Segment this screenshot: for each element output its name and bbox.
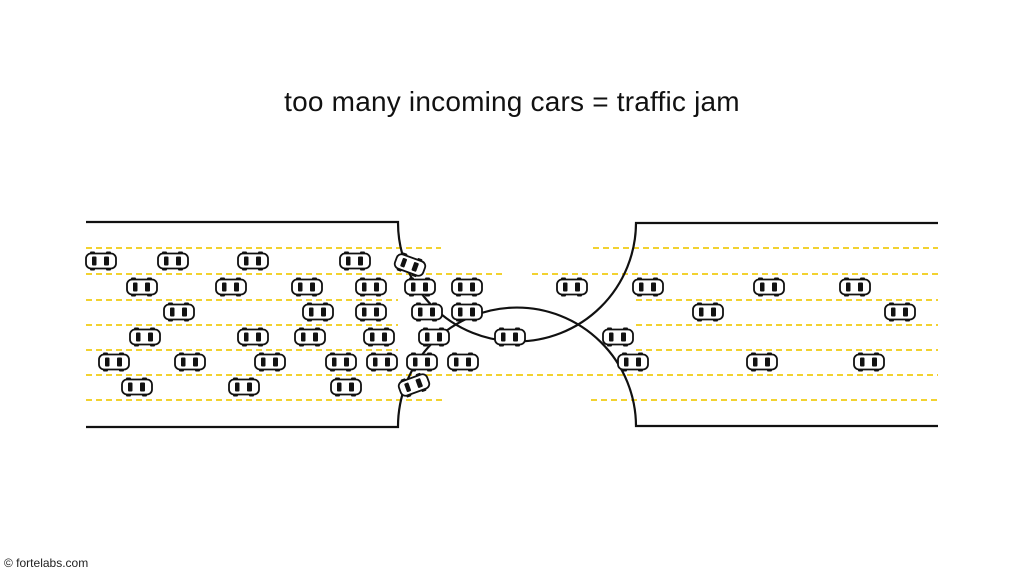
car-icon	[174, 351, 206, 373]
road-bottom-edge	[86, 306, 938, 429]
car-icon	[411, 301, 443, 323]
car-icon	[451, 276, 483, 298]
car-icon	[447, 351, 479, 373]
car-icon	[330, 376, 362, 398]
car-icon	[753, 276, 785, 298]
car-icon	[418, 326, 450, 348]
car-icon	[746, 351, 778, 373]
car-icon	[228, 376, 260, 398]
car-icon	[339, 250, 371, 272]
car-icon	[157, 250, 189, 272]
car-icon	[692, 301, 724, 323]
car-icon	[355, 301, 387, 323]
car-icon	[237, 326, 269, 348]
car-icon	[291, 276, 323, 298]
car-icon	[451, 301, 483, 323]
car-icon	[404, 276, 436, 298]
car-icon	[363, 326, 395, 348]
car-icon	[602, 326, 634, 348]
car-icon	[884, 301, 916, 323]
car-icon	[163, 301, 195, 323]
lane-markings	[86, 247, 938, 401]
car-icon	[853, 351, 885, 373]
car-icon	[406, 351, 438, 373]
car-icon	[294, 326, 326, 348]
road-top-edge	[86, 220, 938, 343]
car-icon	[494, 326, 526, 348]
car-icon	[302, 301, 334, 323]
car-icon	[215, 276, 247, 298]
car-icon	[121, 376, 153, 398]
credit-text: © fortelabs.com	[4, 556, 89, 570]
car-icon	[98, 351, 130, 373]
car-icon	[632, 276, 664, 298]
car-icon	[556, 276, 588, 298]
car-icon	[237, 250, 269, 272]
car-icon	[366, 351, 398, 373]
car-icon	[839, 276, 871, 298]
car-icon	[325, 351, 357, 373]
car-icon	[129, 326, 161, 348]
diagram-title: too many incoming cars = traffic jam	[284, 86, 740, 117]
car-icon	[126, 276, 158, 298]
car-icon	[355, 276, 387, 298]
car-icon	[85, 250, 117, 272]
car-icon	[617, 351, 649, 373]
car-icon	[254, 351, 286, 373]
